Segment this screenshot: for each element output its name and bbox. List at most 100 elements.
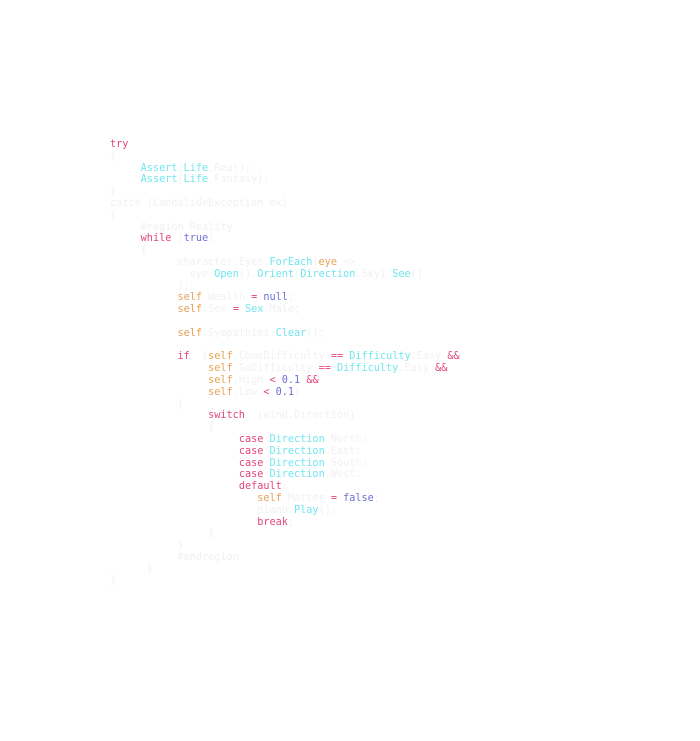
- code-line: self.GoDifficulty == Difficulty.Easy &&: [110, 363, 460, 375]
- code-line: self.Wealth = null;: [110, 292, 460, 304]
- code-token: [110, 292, 177, 303]
- code-token: Play: [294, 504, 319, 516]
- code-line: eye.Open().Orient(Direction.Sky).See(): [110, 269, 460, 281]
- code-line: self.Matter = false;: [110, 493, 460, 505]
- code-token: self: [257, 492, 282, 504]
- code-token: [110, 458, 239, 469]
- code-token: self: [208, 363, 233, 375]
- code-token: .ComeDifficulty: [232, 351, 331, 363]
- code-token: ;: [287, 516, 295, 528]
- code-token: self: [208, 386, 233, 398]
- code-token: [110, 233, 141, 244]
- code-token: Direction: [300, 268, 356, 280]
- code-token: See: [392, 268, 411, 280]
- code-token: self: [208, 374, 233, 386]
- code-token: }: [110, 528, 215, 540]
- code-line: Assert(Life.Fantasy);: [110, 174, 460, 186]
- code-token: 0.1: [281, 374, 301, 386]
- code-token: Orient: [257, 268, 295, 280]
- code-token: &&: [447, 351, 460, 363]
- code-token: }: [110, 186, 117, 198]
- code-token: Difficulty: [349, 351, 411, 363]
- code-token: (: [171, 233, 184, 245]
- code-token: (: [312, 256, 319, 268]
- code-token: self: [208, 351, 233, 363]
- code-token: .Real);: [208, 162, 252, 174]
- code-token: character.Eyes.: [110, 256, 270, 268]
- code-line: case Direction.West:: [110, 469, 460, 481]
- code-token: [110, 328, 177, 339]
- code-token: case: [238, 457, 264, 469]
- code-token: Difficulty: [336, 363, 399, 375]
- code-token: .Wealth: [202, 292, 252, 304]
- code-token: ): [208, 233, 215, 245]
- code-token: case: [238, 469, 264, 481]
- code-line: switch (wind.Direction): [110, 410, 460, 422]
- code-token: }: [110, 540, 184, 552]
- code-token: <: [263, 386, 270, 398]
- code-token: ==: [318, 363, 331, 375]
- code-token: (): [410, 268, 423, 280]
- code-token: =>: [336, 256, 356, 268]
- code-line: catch (LandslideException ex): [110, 198, 460, 210]
- code-token: ().: [238, 268, 258, 280]
- code-token: &&: [435, 363, 448, 375]
- code-token: .Easy: [398, 363, 436, 375]
- code-token: default: [238, 481, 282, 493]
- code-line: }: [110, 564, 460, 576]
- code-line: [110, 340, 460, 352]
- code-token: [110, 434, 239, 445]
- code-token: (: [189, 351, 209, 363]
- code-line: case Direction.North:: [110, 434, 460, 446]
- code-line: character.Eyes.ForEach(eye =>: [110, 257, 460, 269]
- code-token: .West:: [324, 469, 362, 481]
- code-line: default:: [110, 481, 460, 493]
- code-token: [110, 517, 257, 528]
- code-token: {: [110, 245, 147, 257]
- code-token: (: [177, 162, 184, 174]
- code-token: [110, 363, 208, 374]
- code-token: self: [177, 304, 203, 316]
- code-token: try: [110, 139, 129, 150]
- code-token: case: [238, 433, 264, 445]
- code-token: Open: [214, 268, 239, 280]
- code-line: }: [110, 540, 460, 552]
- code-token: }: [110, 563, 153, 575]
- code-token: .GoDifficulty: [232, 363, 319, 375]
- code-token: <: [269, 374, 276, 386]
- code-token: piano.: [110, 504, 295, 516]
- code-token: .North:: [324, 433, 368, 445]
- code-token: ();: [306, 327, 325, 339]
- code-token: [110, 387, 208, 398]
- code-token: (wind.Direction): [244, 410, 356, 422]
- code-token: [110, 446, 239, 457]
- code-token: Life: [183, 174, 209, 186]
- code-token: [110, 410, 208, 421]
- code-token: }: [110, 575, 117, 587]
- code-token: [110, 163, 141, 174]
- code-token: null: [263, 292, 288, 304]
- code-line: break;: [110, 517, 460, 529]
- code-token: Direction: [269, 445, 325, 457]
- code-token: ();: [318, 504, 337, 516]
- code-token: Life: [183, 162, 209, 174]
- code-token: eye: [318, 256, 337, 268]
- code-token: [110, 304, 177, 315]
- code-token: eye.: [110, 268, 215, 280]
- code-line: if (self.ComeDifficulty == Difficulty.Ea…: [110, 351, 460, 363]
- code-token: ;: [373, 492, 380, 504]
- code-line: {: [110, 210, 460, 222]
- code-token: true: [183, 233, 209, 245]
- code-line: {: [110, 245, 460, 257]
- code-line: while (true): [110, 233, 460, 245]
- code-token: #region Reality: [110, 221, 233, 233]
- code-snippet: try{ Assert(Life.Real); Assert(Life.Fant…: [110, 139, 460, 587]
- code-token: .Easy: [410, 351, 448, 363]
- code-token: {: [110, 150, 117, 162]
- code-token: Assert: [140, 174, 178, 186]
- code-token: :: [281, 481, 288, 493]
- code-token: .High: [232, 374, 270, 386]
- code-token: {: [110, 209, 117, 221]
- code-token: catch (LandslideException ex): [110, 197, 288, 209]
- code-token: Direction: [269, 469, 325, 481]
